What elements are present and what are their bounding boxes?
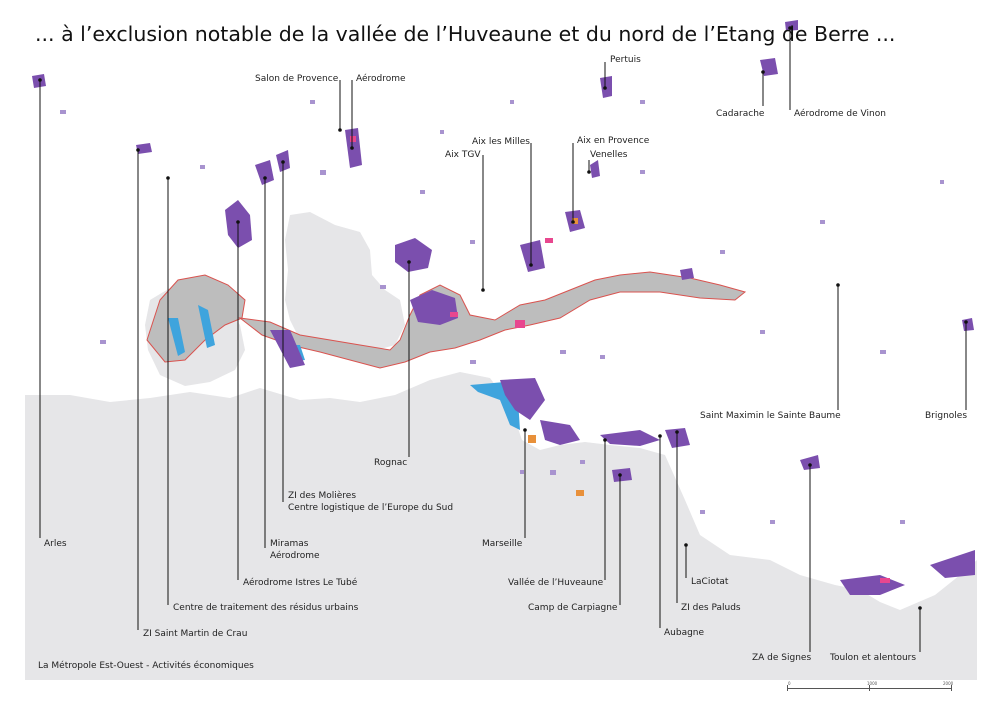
label-vallee-huveaune: Vallée de l’Huveaune [508,577,604,588]
label-aix-tgv: Aix TGV [445,150,481,160]
label-zi-saint-martin: ZI Saint Martin de Crau [143,629,247,639]
label-rognac: Rognac [374,458,407,468]
scale-tick [787,685,788,691]
label-aerodrome-miramas: Aérodrome [270,550,320,561]
label-aerodrome-salon: Aérodrome [356,73,406,84]
highlight-zones [350,136,890,583]
scale-tick [869,685,870,691]
urban-axis [146,271,747,369]
scale-tick [951,685,952,691]
label-aerodrome-vinon: Aérodrome de Vinon [794,108,886,119]
label-aubagne: Aubagne [664,628,705,638]
label-saint-maximin: Saint Maximin le Sainte Baume [700,411,841,421]
label-zi-molieres: ZI des Molières [288,490,356,501]
label-toulon: Toulon et alentours [829,653,916,663]
leader-dots [38,26,968,610]
sea [25,372,977,680]
label-arles: Arles [44,539,67,549]
scale-label: 1000 [867,681,878,686]
label-aix-milles: Aix les Milles [472,137,530,147]
leader-lines [39,28,967,652]
label-venelles: Venelles [590,150,628,160]
label-za-signes: ZA de Signes [752,653,811,663]
label-laciotat: LaCiotat [691,577,729,587]
label-miramas: Miramas [270,539,309,549]
label-salon: Salon de Provence [255,74,339,84]
label-aix-provence: Aix en Provence [577,136,650,146]
label-pertuis: Pertuis [610,55,641,65]
label-camp-carpiagne: Camp de Carpiagne [528,603,618,613]
etang-de-berre [285,212,405,355]
map-caption: La Métropole Est-Ouest - Activités écono… [38,661,254,671]
label-marseille: Marseille [482,539,523,549]
label-aerodrome-istres: Aérodrome Istres Le Tubé [243,577,358,588]
scale-label: 2000 [943,681,954,686]
place-labels: Arles ZI Saint Martin de Crau Centre de … [44,55,967,663]
page-title: ... à l’exclusion notable de la vallée d… [35,22,896,46]
label-zi-paluds: ZI des Paluds [681,603,741,613]
label-centre-logistique: Centre logistique de l’Europe du Sud [288,503,453,513]
scale-bar: 0 1000 2000 [787,681,954,698]
label-cadarache: Cadarache [716,109,765,119]
label-centre-traitement: Centre de traitement des résidus urbains [173,602,359,613]
scale-label: 0 [788,681,791,686]
activity-zones [32,20,975,595]
label-brignoles: Brignoles [925,411,967,421]
activity-scatter [60,100,944,524]
